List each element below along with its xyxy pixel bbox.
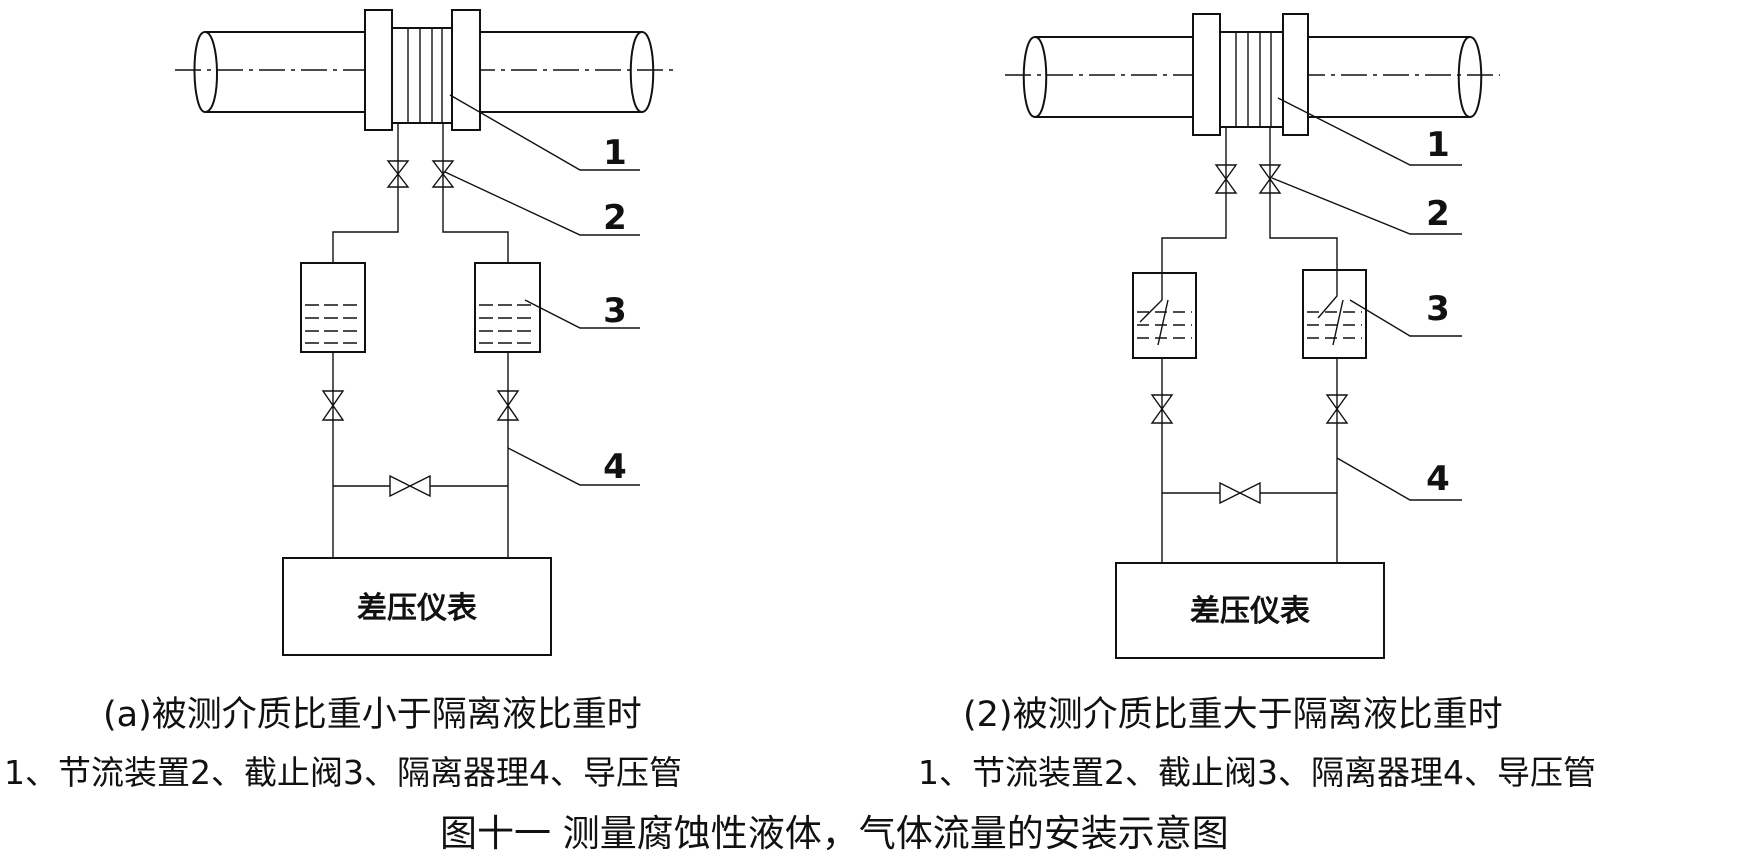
valve-b-balance	[1219, 481, 1261, 505]
valve-b-right-top	[1258, 164, 1282, 194]
dp-meter-label-a: 差压仪表	[357, 591, 477, 626]
leaders-b	[1271, 97, 1462, 501]
impulse-lines-a	[332, 123, 509, 558]
label-3-a: 3	[603, 291, 627, 331]
dp-meter-box-b	[1115, 562, 1385, 659]
dp-meter-label-b: 差压仪表	[1190, 594, 1310, 629]
label-2-a: 2	[603, 198, 627, 238]
separator-a-right	[474, 262, 541, 353]
pipe-b	[1005, 36, 1500, 118]
label-1-b: 1	[1426, 125, 1450, 165]
label-3-b: 3	[1426, 289, 1450, 329]
valve-a-right-top	[431, 160, 455, 188]
subtitle-a: (a)被测介质比重小于隔离液比重时	[103, 695, 642, 735]
valve-b-right-bottom	[1325, 394, 1349, 424]
throttling-device-a	[364, 9, 481, 131]
valve-a-right-bottom	[496, 390, 520, 421]
valve-b-left-bottom	[1150, 394, 1174, 424]
throttling-device-b	[1192, 13, 1309, 136]
separator-a-left	[300, 262, 366, 353]
label-1-a: 1	[603, 133, 627, 173]
label-2-b: 2	[1426, 194, 1450, 234]
leaders-a	[444, 94, 640, 486]
impulse-lines-b	[1161, 127, 1338, 563]
label-4-a: 4	[603, 447, 627, 487]
valve-a-left-top	[386, 160, 410, 188]
legend-a: 1、节流装置2、截止阀3、隔离器理4、导压管	[4, 753, 682, 792]
legend-b: 1、节流装置2、截止阀3、隔离器理4、导压管	[918, 753, 1596, 792]
valve-a-left-bottom	[321, 390, 345, 421]
valve-a-balance	[389, 474, 431, 498]
figure-caption: 图十一 测量腐蚀性液体，气体流量的安装示意图	[440, 812, 1229, 855]
subtitle-b: (2)被测介质比重大于隔离液比重时	[963, 695, 1503, 735]
separator-b-left	[1132, 272, 1197, 359]
panel-a: 差压仪表 1 2 3 4	[175, 9, 675, 656]
pipe-a	[175, 31, 675, 113]
panel-b: 差压仪表 1 2 3 4	[1005, 13, 1500, 659]
dp-meter-box-a	[282, 557, 552, 656]
label-4-b: 4	[1426, 459, 1450, 499]
separator-b-right	[1302, 269, 1367, 359]
valve-b-left-top	[1214, 164, 1238, 194]
